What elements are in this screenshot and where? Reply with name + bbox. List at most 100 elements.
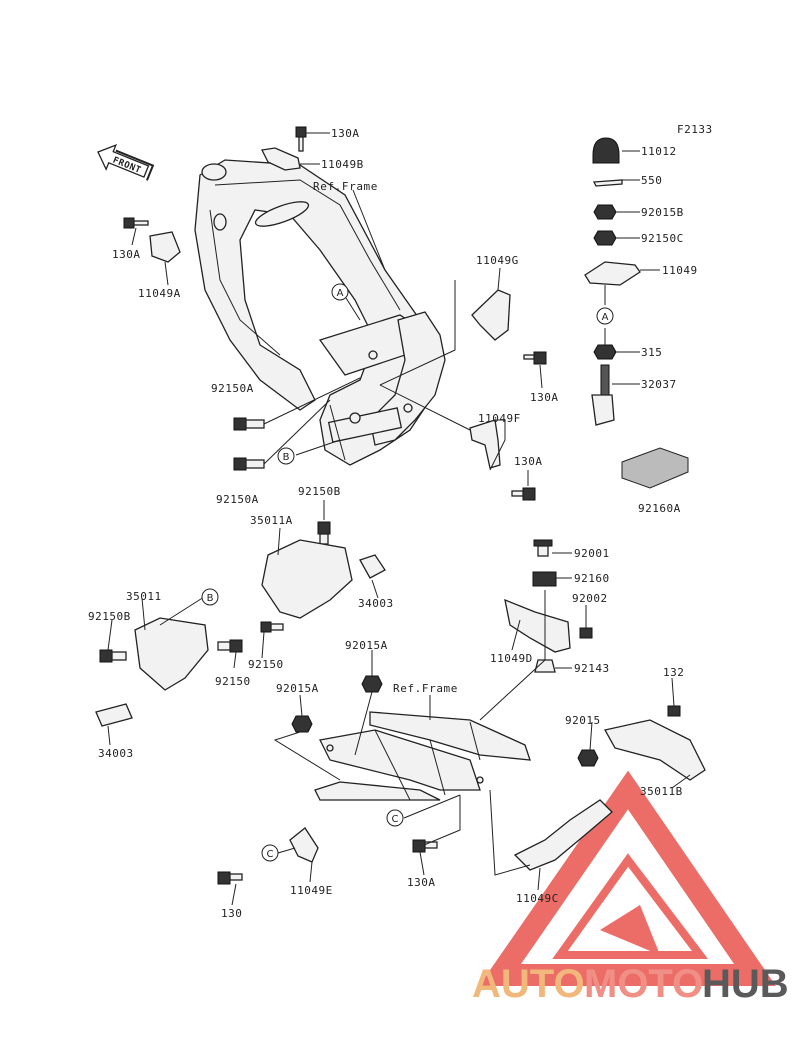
damper-92160 [532, 571, 557, 587]
label-35011B: 35011B [640, 785, 683, 798]
bracket-11049F [469, 419, 501, 469]
bolt-130A-top [295, 126, 307, 152]
bracket-11049G [471, 289, 511, 341]
label-ref-frame-sub: Ref.Frame [393, 682, 458, 695]
bolt-92150-left [217, 639, 243, 653]
label-35011A: 35011A [250, 514, 293, 527]
bracket-11049C [513, 799, 613, 871]
bolt-92001 [533, 539, 553, 557]
label-32037: 32037 [641, 378, 677, 391]
callout-A-right: A [596, 307, 614, 325]
svg-text:A: A [337, 288, 344, 299]
svg-text:B: B [283, 452, 290, 463]
bolt-130A-bottom [412, 839, 438, 853]
label-ref-frame-top: Ref.Frame [313, 180, 378, 193]
bolt-132 [667, 705, 681, 717]
label-92015A-1: 92015A [345, 639, 388, 652]
label-130: 130 [221, 907, 242, 920]
nut-92015A-2 [291, 715, 313, 733]
watermark-auto: AUTO [472, 962, 585, 1006]
nut-92015B [593, 204, 617, 220]
svg-text:C: C [267, 849, 274, 860]
diagram-code: F2133 [677, 123, 713, 136]
bolt-130 [217, 871, 243, 885]
label-130A-bottom: 130A [407, 876, 436, 889]
label-92002: 92002 [572, 592, 608, 605]
label-92001: 92001 [574, 547, 610, 560]
label-92150B-left: 92150B [88, 610, 131, 623]
label-11049G: 11049G [476, 254, 519, 267]
label-550: 550 [641, 174, 662, 187]
front-arrow: FRONT [97, 144, 155, 181]
bracket-11049A [149, 231, 181, 263]
bolt-92150B-left [99, 649, 127, 663]
svg-text:C: C [392, 814, 399, 825]
sub-frame [314, 711, 531, 801]
bracket-11049E [289, 827, 319, 863]
label-92160: 92160 [574, 572, 610, 585]
main-frame [194, 159, 446, 466]
part-labels: F2133 130A 11049B Ref.Frame 130A 11049A … [88, 123, 713, 920]
label-92015B: 92015B [641, 206, 684, 219]
label-132: 132 [663, 666, 684, 679]
bracket-11049D [504, 598, 571, 653]
label-92015A-2: 92015A [276, 682, 319, 695]
callout-A-top: A [331, 283, 349, 301]
nut-315 [593, 344, 617, 360]
label-11049C: 11049C [516, 892, 559, 905]
bolt-130A-mid [511, 487, 536, 501]
label-11049A: 11049A [138, 287, 181, 300]
bolt-92150A-1 [233, 417, 265, 431]
label-92160A: 92160A [638, 502, 681, 515]
plate-34003-left [95, 703, 133, 727]
watermark-logo-triangle [479, 770, 776, 986]
label-315: 315 [641, 346, 662, 359]
svg-text:A: A [602, 312, 609, 323]
label-11049F: 11049F [478, 412, 521, 425]
label-34003-left: 34003 [98, 747, 134, 760]
label-11049D: 11049D [490, 652, 533, 665]
label-11049B: 11049B [321, 158, 364, 171]
label-92150-left: 92150 [215, 675, 251, 688]
pad-92160A [621, 447, 689, 489]
bolt-92002 [579, 627, 593, 639]
watermark-text: AUTO MOTO HUB [472, 962, 789, 1006]
nut-92015 [577, 749, 599, 767]
bolt-92150A-2 [233, 457, 265, 471]
label-92150B: 92150B [298, 485, 341, 498]
watermark-moto: MOTO [584, 962, 703, 1006]
label-92143: 92143 [574, 662, 610, 675]
bracket-11049B [261, 147, 301, 171]
stud-32037 [591, 364, 615, 426]
bracket-11049 [584, 261, 641, 286]
nut-92015A-1 [361, 675, 383, 693]
label-11049: 11049 [662, 264, 698, 277]
bolt-92150B [317, 521, 331, 545]
bolt-130A-left [123, 217, 149, 229]
label-92150-center: 92150 [248, 658, 284, 671]
bracket-35011A [261, 539, 353, 619]
label-35011: 35011 [126, 590, 162, 603]
callout-C-frame: C [386, 809, 404, 827]
label-92150C: 92150C [641, 232, 684, 245]
pin-550 [592, 179, 623, 187]
svg-text:B: B [207, 593, 214, 604]
label-130A-mid: 130A [514, 455, 543, 468]
bracket-35011 [134, 617, 209, 691]
bracket-35011B [604, 719, 706, 781]
plate-34003-right [359, 554, 386, 579]
label-11012: 11012 [641, 145, 677, 158]
watermark-hub: HUB [702, 962, 789, 1006]
label-130A-left: 130A [112, 248, 141, 261]
bolt-92150-center [260, 621, 284, 633]
label-92015: 92015 [565, 714, 601, 727]
leader-lines [107, 132, 691, 906]
label-11049E: 11049E [290, 884, 333, 897]
label-92150A-1: 92150A [211, 382, 254, 395]
label-130A-top: 130A [331, 127, 360, 140]
bolt-130A-right [523, 351, 547, 365]
nut-92150C [593, 230, 617, 246]
cap-11012 [592, 137, 620, 164]
callout-B-frame: B [277, 447, 295, 465]
